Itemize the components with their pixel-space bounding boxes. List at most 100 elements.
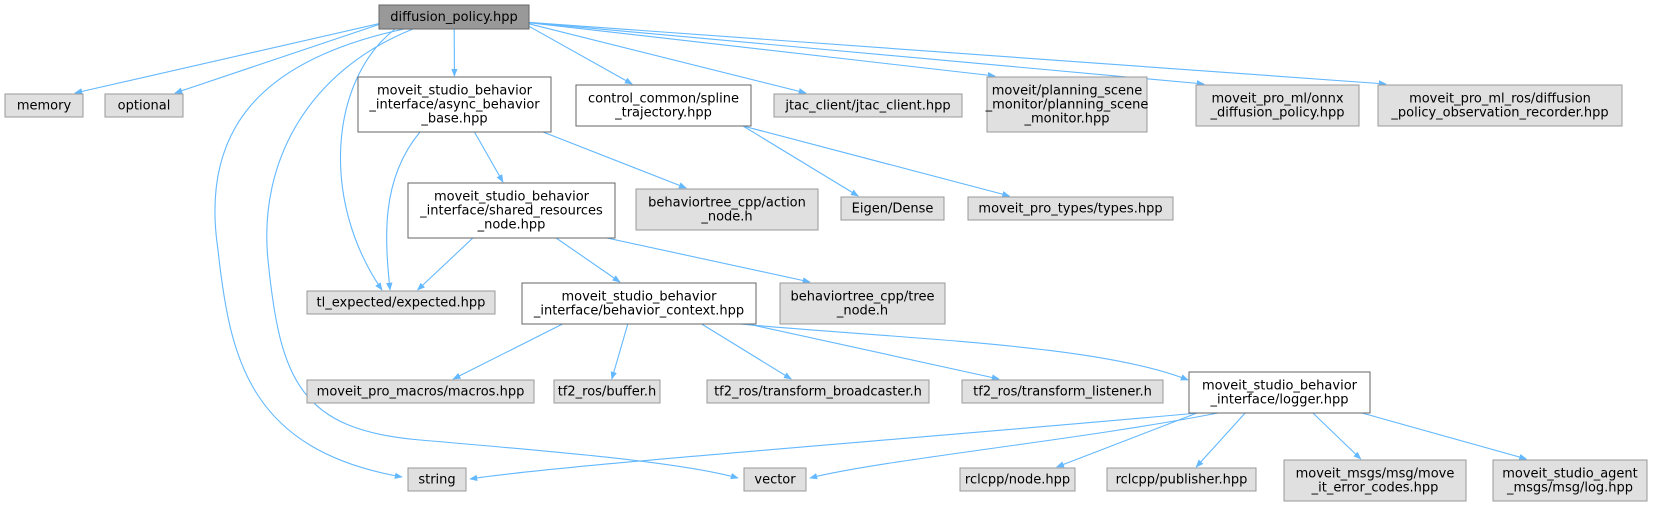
- node-box: [1492, 459, 1648, 502]
- node-eigen-dense[interactable]: Eigen/Dense: [840, 196, 945, 221]
- node-label-line: moveit_pro_ml/onnx: [1211, 92, 1343, 107]
- node-box: [407, 182, 616, 239]
- node-label-line: _node.h: [700, 210, 752, 225]
- node-label-line: jtac_client/jtac_client.hpp: [784, 99, 950, 114]
- node-tf2-listener[interactable]: tf2_ros/transform_listener.h: [961, 379, 1164, 404]
- edge-behavior_context-to-macros: [452, 323, 563, 380]
- edge-logger-to-move_it_error_codes: [1312, 412, 1362, 460]
- node-diffusion-policy[interactable]: diffusion_policy.hpp: [378, 4, 530, 30]
- node-spline-trajectory[interactable]: control_common/spline_trajectory.hpp: [575, 84, 752, 127]
- node-label-line: moveit_msgs/msg/move: [1296, 467, 1455, 482]
- edge-async_behavior_base-to-action_node: [542, 131, 687, 189]
- edges-layer: [74, 21, 1528, 482]
- edge-logger-to-agent_log: [1361, 412, 1528, 461]
- node-label-line: rclcpp/publisher.hpp: [1116, 473, 1248, 488]
- node-label-line: tf2_ros/transform_broadcaster.h: [714, 385, 922, 400]
- node-label-line: vector: [754, 473, 796, 488]
- node-agent-log[interactable]: moveit_studio_agent_msgs/msg/log.hpp: [1492, 459, 1648, 502]
- edge-diffusion_policy-to-spline_trajectory: [520, 21, 633, 85]
- node-label-line: moveit_pro_ml_ros/diffusion: [1409, 92, 1591, 107]
- node-string[interactable]: string: [407, 467, 467, 492]
- node-label-line: _interface/behavior_context.hpp: [533, 304, 744, 319]
- node-label-line: control_common/spline: [588, 92, 739, 107]
- node-label-line: moveit_studio_behavior: [377, 84, 533, 99]
- node-box: [1188, 371, 1371, 414]
- node-label-line: _msgs/msg/log.hpp: [1506, 481, 1633, 496]
- node-box: [378, 4, 530, 30]
- node-box: [1195, 84, 1360, 127]
- node-observation-recorder[interactable]: moveit_pro_ml_ros/diffusion_policy_obser…: [1377, 84, 1623, 127]
- edge-diffusion_policy-to-vector: [266, 28, 739, 480]
- node-label-line: moveit_studio_behavior: [561, 290, 717, 305]
- node-logger[interactable]: moveit_studio_behavior_interface/logger.…: [1188, 371, 1371, 414]
- edge-diffusion_policy-to-onnx_diffusion_policy: [520, 21, 1205, 87]
- node-label-line: _monitor/planning_scene: [985, 98, 1149, 113]
- node-label-line: _node.hpp: [477, 218, 546, 233]
- node-box: [967, 196, 1174, 221]
- edge-diffusion_policy-to-string: [214, 28, 405, 479]
- node-box: [1106, 467, 1257, 492]
- node-label-line: moveit_studio_behavior: [1202, 379, 1358, 394]
- node-label-line: moveit/planning_scene: [992, 84, 1142, 99]
- node-rclcpp-node[interactable]: rclcpp/node.hpp: [959, 467, 1076, 492]
- edge-behavior_context-to-tf2_buffer: [610, 323, 629, 380]
- node-label-line: _base.hpp: [420, 112, 487, 127]
- node-shared-resources-node[interactable]: moveit_studio_behavior_interface/shared_…: [407, 182, 616, 239]
- edge-spline_trajectory-to-types: [742, 125, 1011, 198]
- node-label-line: tf2_ros/transform_listener.h: [973, 385, 1152, 400]
- node-box: [986, 76, 1148, 133]
- node-box: [4, 93, 84, 118]
- edge-shared_resources_node-to-behavior_context: [555, 237, 621, 283]
- node-box: [104, 93, 184, 118]
- edge-spline_trajectory-to-eigen_dense: [742, 125, 859, 197]
- node-label-line: moveit_studio_behavior: [434, 190, 590, 205]
- node-memory[interactable]: memory: [4, 93, 84, 118]
- edge-behavior_context-to-tf2_broadcaster: [701, 323, 792, 380]
- node-macros[interactable]: moveit_pro_macros/macros.hpp: [306, 379, 535, 404]
- node-box: [1283, 459, 1467, 502]
- node-types[interactable]: moveit_pro_types/types.hpp: [967, 196, 1174, 221]
- edge-async_behavior_base-to-shared_resources_node: [473, 131, 504, 183]
- node-box: [779, 282, 946, 325]
- node-label-line: tl_expected/expected.hpp: [317, 296, 486, 311]
- node-rclcpp-publisher[interactable]: rclcpp/publisher.hpp: [1106, 467, 1257, 492]
- edge-diffusion_policy-to-jtac_client: [520, 21, 807, 95]
- node-label-line: moveit_studio_agent: [1502, 467, 1638, 482]
- node-action-node[interactable]: behaviortree_cpp/action_node.h: [635, 188, 819, 231]
- node-onnx-diffusion-policy[interactable]: moveit_pro_ml/onnx_diffusion_policy.hpp: [1195, 84, 1360, 127]
- edge-async_behavior_base-to-tl_expected: [386, 131, 421, 291]
- node-move-it-error-codes[interactable]: moveit_msgs/msg/move_it_error_codes.hpp: [1283, 459, 1467, 502]
- edge-diffusion_policy-to-planning_scene_monitor: [520, 21, 996, 79]
- node-label-line: optional: [118, 99, 171, 114]
- node-tf2-buffer[interactable]: tf2_ros/buffer.h: [553, 379, 661, 404]
- node-tree-node[interactable]: behaviortree_cpp/tree_node.h: [779, 282, 946, 325]
- node-vector[interactable]: vector: [743, 467, 807, 492]
- node-box: [706, 379, 930, 404]
- node-label-line: string: [418, 473, 455, 488]
- node-label-line: _policy_observation_recorder.hpp: [1390, 106, 1608, 121]
- node-label-line: _monitor.hpp: [1023, 112, 1109, 127]
- node-box: [357, 76, 552, 133]
- node-box: [961, 379, 1164, 404]
- edge-logger-to-string: [469, 412, 1199, 482]
- node-box: [1377, 84, 1623, 127]
- node-box: [635, 188, 819, 231]
- node-box: [743, 467, 807, 492]
- node-box: [306, 379, 535, 404]
- edge-logger-to-vector: [809, 412, 1219, 480]
- node-box: [553, 379, 661, 404]
- node-tl-expected[interactable]: tl_expected/expected.hpp: [306, 290, 496, 315]
- node-label-line: _interface/async_behavior: [368, 98, 540, 113]
- node-planning-scene-monitor[interactable]: moveit/planning_scene_monitor/planning_s…: [985, 76, 1149, 133]
- node-behavior-context[interactable]: moveit_studio_behavior_interface/behavio…: [521, 282, 757, 325]
- node-box: [575, 84, 752, 127]
- node-optional[interactable]: optional: [104, 93, 184, 118]
- node-tf2-broadcaster[interactable]: tf2_ros/transform_broadcaster.h: [706, 379, 930, 404]
- node-jtac-client[interactable]: jtac_client/jtac_client.hpp: [773, 93, 963, 118]
- node-box: [959, 467, 1076, 492]
- node-label-line: behaviortree_cpp/tree: [791, 290, 935, 305]
- node-label-line: tf2_ros/buffer.h: [558, 385, 657, 400]
- node-async-behavior-base[interactable]: moveit_studio_behavior_interface/async_b…: [357, 76, 552, 133]
- node-box: [521, 282, 757, 325]
- node-label-line: rclcpp/node.hpp: [965, 473, 1070, 488]
